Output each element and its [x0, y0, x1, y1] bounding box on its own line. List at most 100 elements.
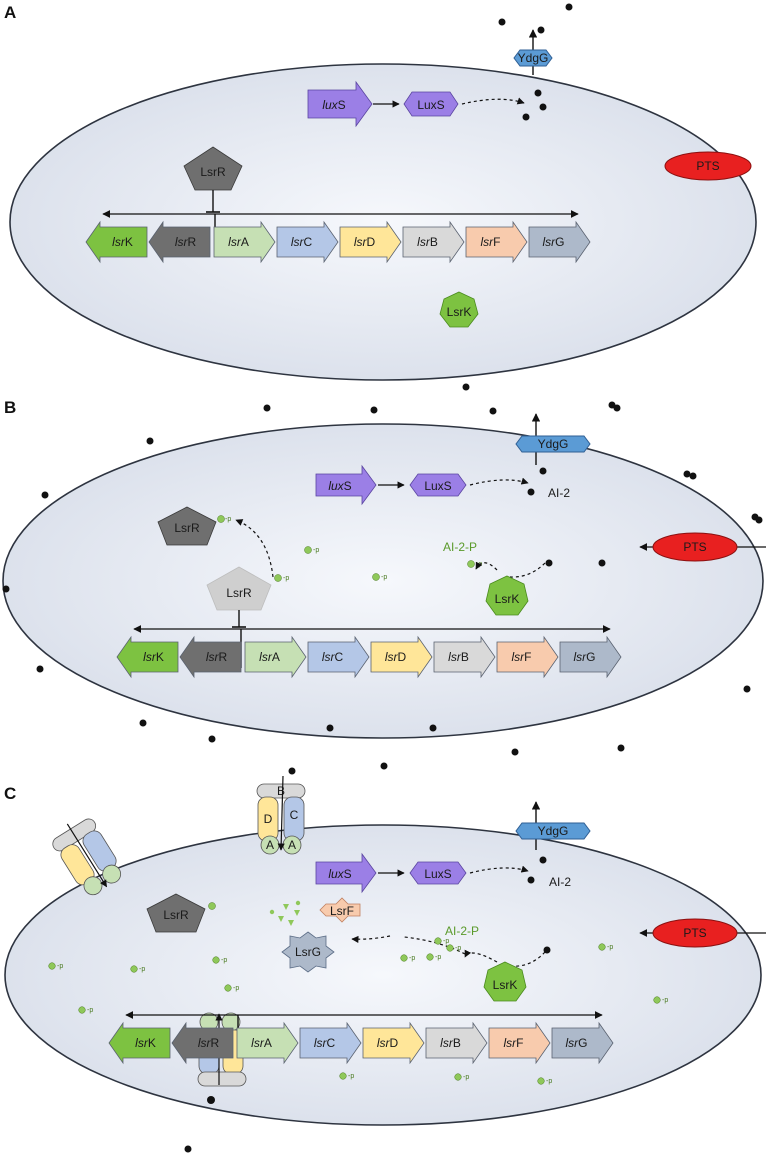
svg-text:luxS: luxS [328, 479, 351, 493]
panel-a: A YdgG luxS LuxS [4, 3, 757, 381]
panel-label-c: C [4, 784, 16, 803]
pts-label-b: PTS [683, 540, 706, 554]
ai2p-suffix-c-10: -p [662, 997, 668, 1004]
luxs-protein-label-c: LuxS [424, 867, 451, 881]
ai2p-suffix-c-5: -p [409, 955, 415, 962]
luxs-gene-b: luxS [315, 464, 377, 506]
ai2p-suffix-c-9: -p [607, 944, 613, 951]
ydgg-label-c: YdgG [538, 824, 569, 838]
gene-label-c-7: lsrG [565, 1036, 587, 1050]
ai2p-dot-c-8 [446, 944, 454, 952]
luxs-gene-a: luxS [307, 80, 373, 128]
gene-label-c-4: lsrD [377, 1036, 399, 1050]
degradation-products-c [269, 900, 301, 926]
lsrr-faded-label-b: LsrR [226, 586, 252, 600]
lsrr-label-b: LsrR [174, 521, 200, 535]
gene-arrow-b-2 [244, 635, 307, 679]
gene-label-a-6: lsrF [480, 235, 500, 249]
luxs-gene-c: luxS [315, 852, 377, 894]
lsrr-released-b: LsrR -p [157, 506, 231, 546]
gene-label-b-2: lsrA [259, 650, 280, 664]
gene-arrow-a-7 [528, 220, 591, 264]
panel-label-a: A [4, 3, 16, 22]
lsrk-label-b: LsrK [495, 592, 520, 606]
pts-label-c: PTS [683, 926, 706, 940]
ai2p-dot-c-9 [598, 943, 606, 951]
luxs-protein-b: LuxS [409, 473, 467, 497]
lsrf-protein-c: LsrF [319, 897, 361, 923]
ai2p-dot-c-11 [339, 1072, 347, 1080]
gene-label-a-1: lsrR [175, 235, 197, 249]
lsrr-label-a: LsrR [200, 165, 226, 179]
luxs-gene-name-b: lux [328, 479, 344, 493]
gene-arrow-a-2 [213, 220, 276, 264]
ai2p-dot-c-10 [653, 996, 661, 1004]
luxs-gene-name-rest-c: S [344, 867, 352, 881]
gene-arrow-c-5 [425, 1021, 488, 1065]
ai2-molecules-a [498, 3, 573, 121]
gene-label-a-3: lsrC [291, 235, 313, 249]
gene-arrow-c-3 [299, 1021, 362, 1065]
ai2p-suffix-c-6: -p [435, 954, 441, 961]
panel-b: B YdgG luxS LuxS AI-2 [2, 383, 766, 770]
luxs-gene-name-rest-a: S [338, 98, 346, 112]
luxs-protein-label-a: LuxS [417, 98, 444, 112]
gene-label-c-0: lsrK [135, 1036, 156, 1050]
gene-label-c-2: lsrA [251, 1036, 272, 1050]
pts-transporter-a: PTS [664, 151, 752, 181]
gene-label-a-5: lsrB [417, 235, 438, 249]
ai2-molecules-c [288, 767, 551, 954]
pts-transporter-b: PTS [639, 532, 766, 562]
ai2p-dot-c-3 [224, 984, 232, 992]
ai2-label-c: AI-2 [549, 875, 571, 889]
ai2-molecule-c-bottom [184, 1145, 192, 1153]
gene-label-b-6: lsrF [511, 650, 531, 664]
lsrg-label-c: LsrG [295, 945, 321, 959]
ai2p-dot-c-5 [400, 954, 408, 962]
lsrg-protein-c: LsrG [281, 931, 335, 973]
lsrr-label-c: LsrR [163, 908, 189, 922]
gene-label-a-2: lsrA [228, 235, 249, 249]
gene-arrow-b-0 [116, 635, 179, 679]
ydgg-label-a: YdgG [518, 51, 549, 65]
luxs-protein-label-b: LuxS [424, 479, 451, 493]
ai2p-suffix-c-12: -p [463, 1074, 469, 1081]
ai2p-suffix-c-2: -p [221, 957, 227, 964]
lsrk-kinase-c: LsrK [483, 961, 527, 1002]
ydgg-exporter-c: YdgG [515, 801, 591, 850]
transporter-a2-label: A [288, 838, 296, 852]
gene-arrow-a-6 [465, 220, 528, 264]
gene-arrow-c-7 [551, 1021, 614, 1065]
svg-text:luxS: luxS [328, 867, 351, 881]
gene-label-c-6: lsrF [503, 1036, 523, 1050]
gene-label-b-3: lsrC [322, 650, 344, 664]
luxs-protein-a: LuxS [403, 91, 459, 117]
ai2p-dot-c-4 [78, 1006, 86, 1014]
gene-arrow-a-3 [276, 220, 339, 264]
free-ai2p-c: -p-p-p-p-p-p-p-p-p-p-p-p-p-p [48, 937, 668, 1085]
gene-label-a-0: lsrK [112, 235, 133, 249]
ai2p-dot-c-1 [130, 965, 138, 973]
gene-label-c-3: lsrC [314, 1036, 336, 1050]
gene-arrow-a-1 [148, 220, 211, 264]
gene-arrow-c-1 [171, 1021, 234, 1065]
gene-label-a-4: lsrD [354, 235, 376, 249]
lsr-transporter-top-c: B D C A A [256, 775, 306, 855]
ai2p-label-b: AI-2-P [443, 540, 477, 554]
transporter-c-label: C [290, 808, 299, 822]
lsrk-label-c: LsrK [493, 978, 518, 992]
ai2p-dot-c-0 [48, 962, 56, 970]
gene-arrow-a-4 [339, 220, 402, 264]
pts-label-a: PTS [696, 159, 719, 173]
luxs-protein-c: LuxS [409, 861, 467, 885]
transporter-a1-label: A [266, 838, 274, 852]
ai2p-dot-c-12 [454, 1073, 462, 1081]
gene-arrow-a-5 [402, 220, 465, 264]
lsrr-inactive-c: LsrR [146, 893, 216, 933]
gene-label-a-7: lsrG [542, 235, 564, 249]
gene-label-b-7: lsrG [573, 650, 595, 664]
svg-text:luxS: luxS [322, 98, 345, 112]
ai2p-suffix-c-3: -p [233, 985, 239, 992]
